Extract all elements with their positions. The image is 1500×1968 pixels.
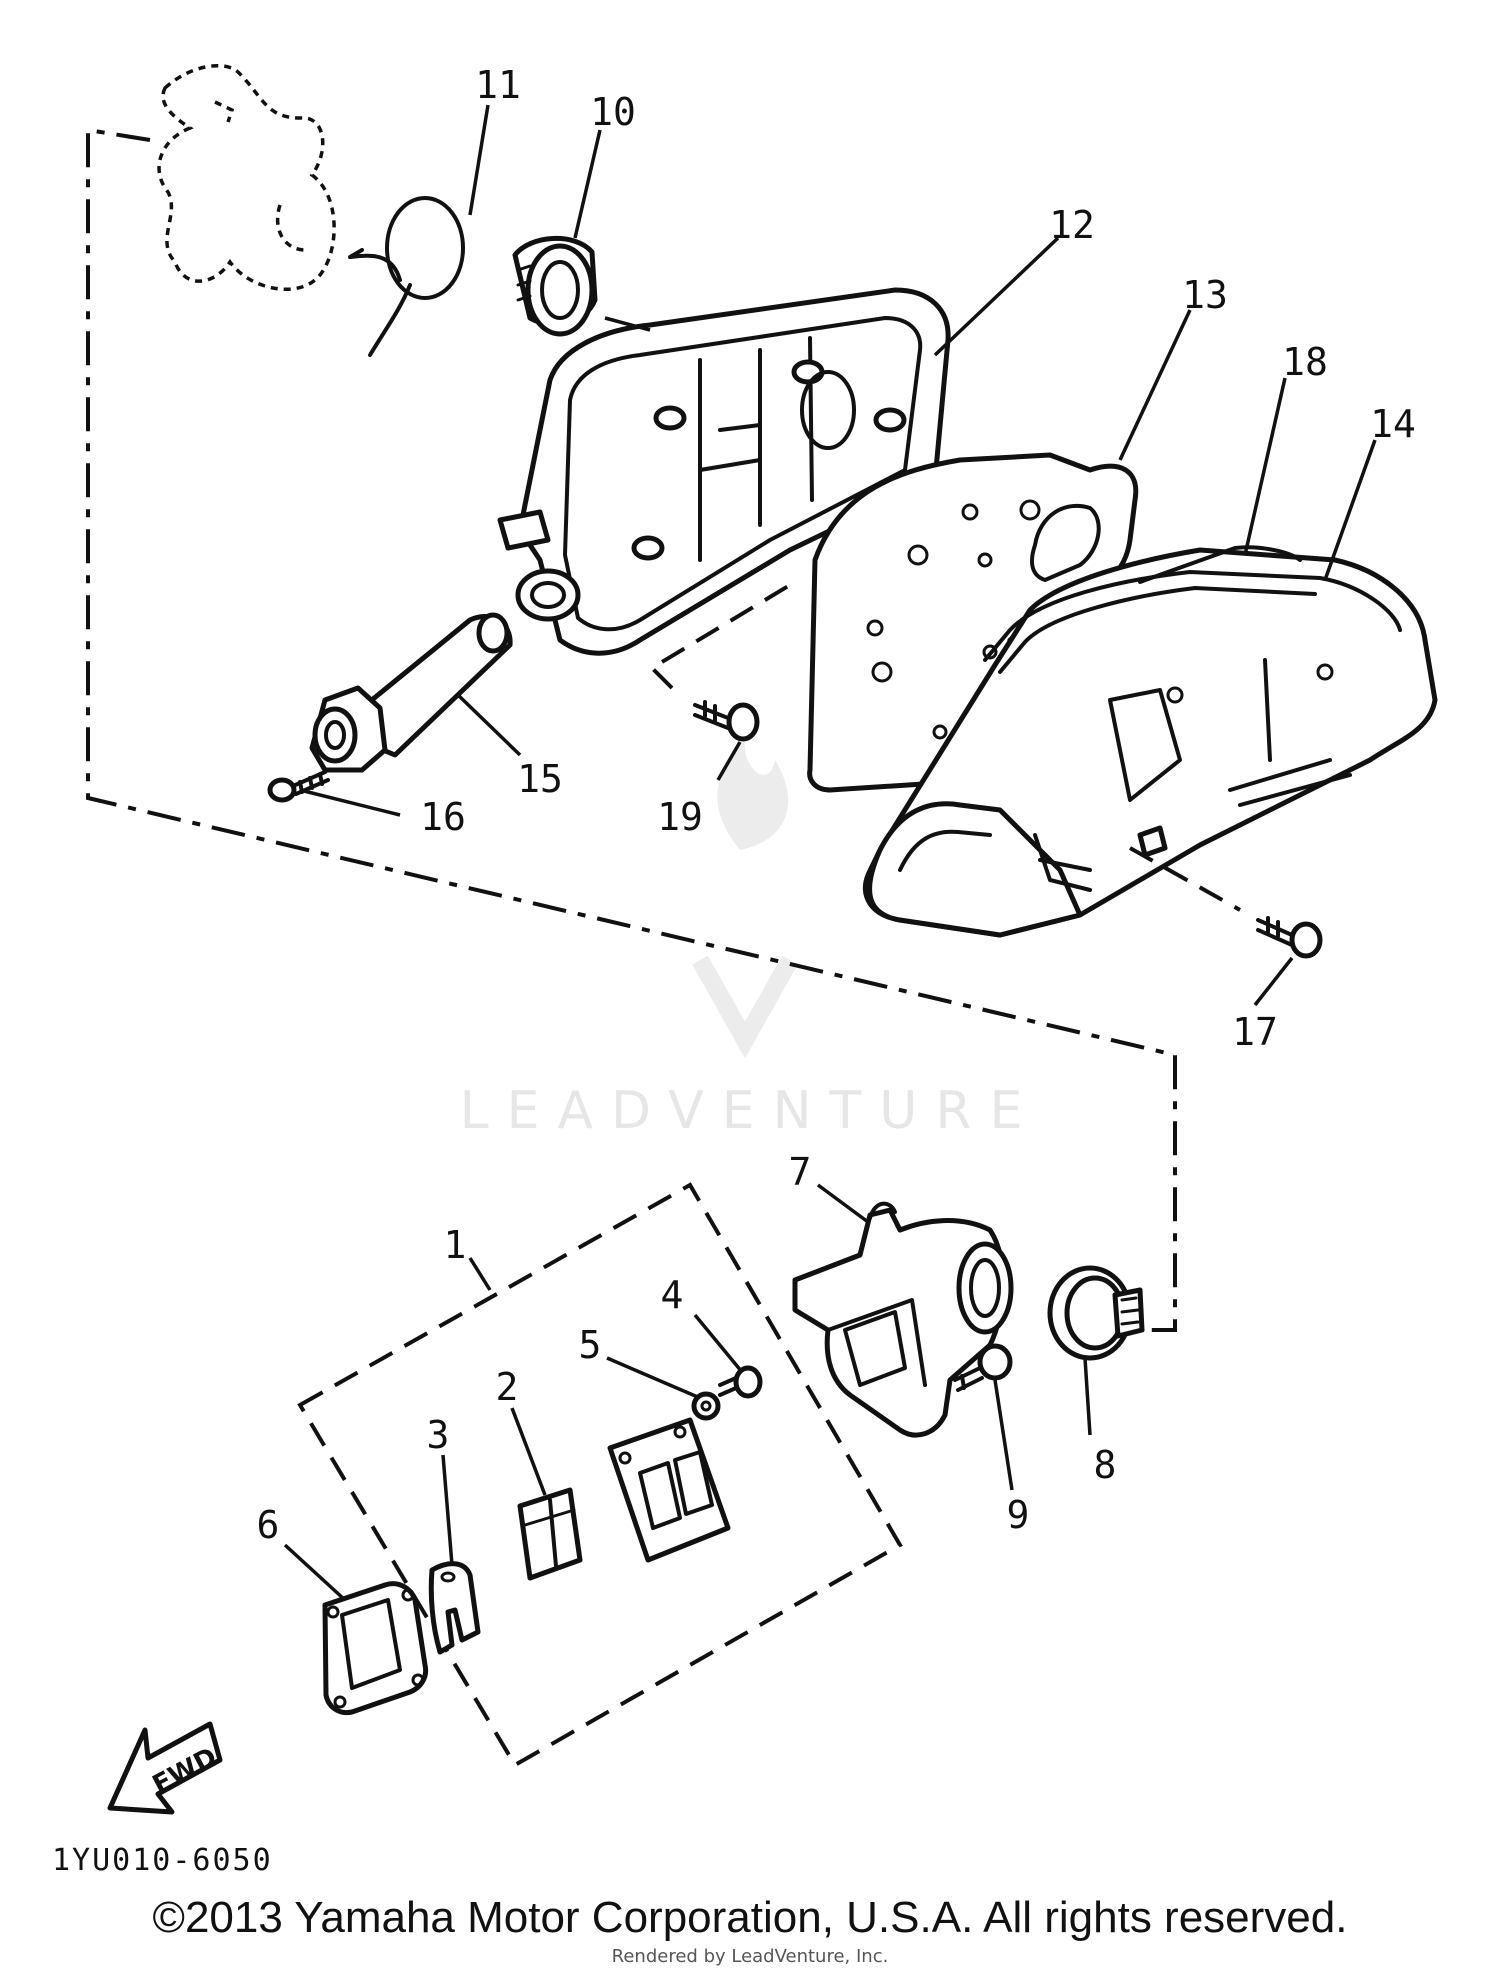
airbox-cover-14: [862, 547, 1438, 938]
bolt-19: [693, 700, 760, 742]
reed-valve-plate: [607, 1417, 731, 1563]
filter-plate-13: [807, 452, 1139, 793]
callout-13: 13: [1182, 273, 1228, 317]
callout-9: 9: [1007, 1493, 1030, 1537]
callout-18: 18: [1282, 340, 1328, 384]
cover-gasket-18: [983, 545, 1402, 674]
callout-15: 15: [517, 757, 563, 801]
screw-17: [1256, 916, 1323, 959]
rendered-by-text: Rendered by LeadVenture, Inc.: [612, 1946, 889, 1967]
gasket-6: [322, 1581, 429, 1716]
callout-3: 3: [427, 1413, 450, 1457]
washer-5: [691, 1391, 721, 1421]
airbox-case-12: [497, 287, 951, 656]
callout-12: 12: [1049, 203, 1095, 247]
diagram-code: 1YU010-6050: [52, 1843, 273, 1878]
callout-8: 8: [1094, 1443, 1117, 1487]
callout-17: 17: [1232, 1010, 1278, 1054]
callout-19: 19: [657, 795, 703, 839]
engine-phantom-outline: [157, 64, 336, 291]
leader-lines: [283, 104, 1377, 1602]
callout-11: 11: [475, 63, 521, 107]
screw-17-assembly-line: [1129, 846, 1241, 912]
o-ring-11: [348, 196, 465, 357]
reed-stopper-3: [428, 1561, 481, 1655]
callout-10: 10: [590, 90, 636, 134]
callout-1: 1: [444, 1223, 467, 1267]
intake-tube-15: [309, 612, 513, 773]
callout-14: 14: [1370, 402, 1416, 446]
seal-ring-10: [512, 236, 598, 337]
fwd-direction-arrow: FWD: [107, 1721, 223, 1815]
screw-4: [718, 1365, 763, 1399]
assembly-boundary-line: [86, 127, 1177, 1332]
callout-7: 7: [789, 1150, 812, 1194]
intake-manifold-7: [792, 1201, 1014, 1438]
watermark: LEADVENTURE: [460, 740, 1041, 1141]
callout-16: 16: [420, 795, 466, 839]
callout-6: 6: [257, 1503, 280, 1547]
reed-2: [517, 1487, 583, 1581]
hose-clamp-8: [1047, 1265, 1145, 1361]
callout-4: 4: [661, 1273, 684, 1317]
bolt-9: [953, 1343, 1013, 1392]
callout-2: 2: [496, 1365, 519, 1409]
watermark-text: LEADVENTURE: [460, 1081, 1041, 1141]
callout-5: 5: [579, 1323, 602, 1367]
bolt-19-assembly-line: [648, 583, 792, 690]
screw-16: [267, 770, 330, 803]
copyright-text: ©2013 Yamaha Motor Corporation, U.S.A. A…: [153, 1893, 1348, 1942]
callout-numbers: 11 10 12 13 18 14 15 16 19 17 7 1 4 5 2 …: [257, 63, 1416, 1547]
